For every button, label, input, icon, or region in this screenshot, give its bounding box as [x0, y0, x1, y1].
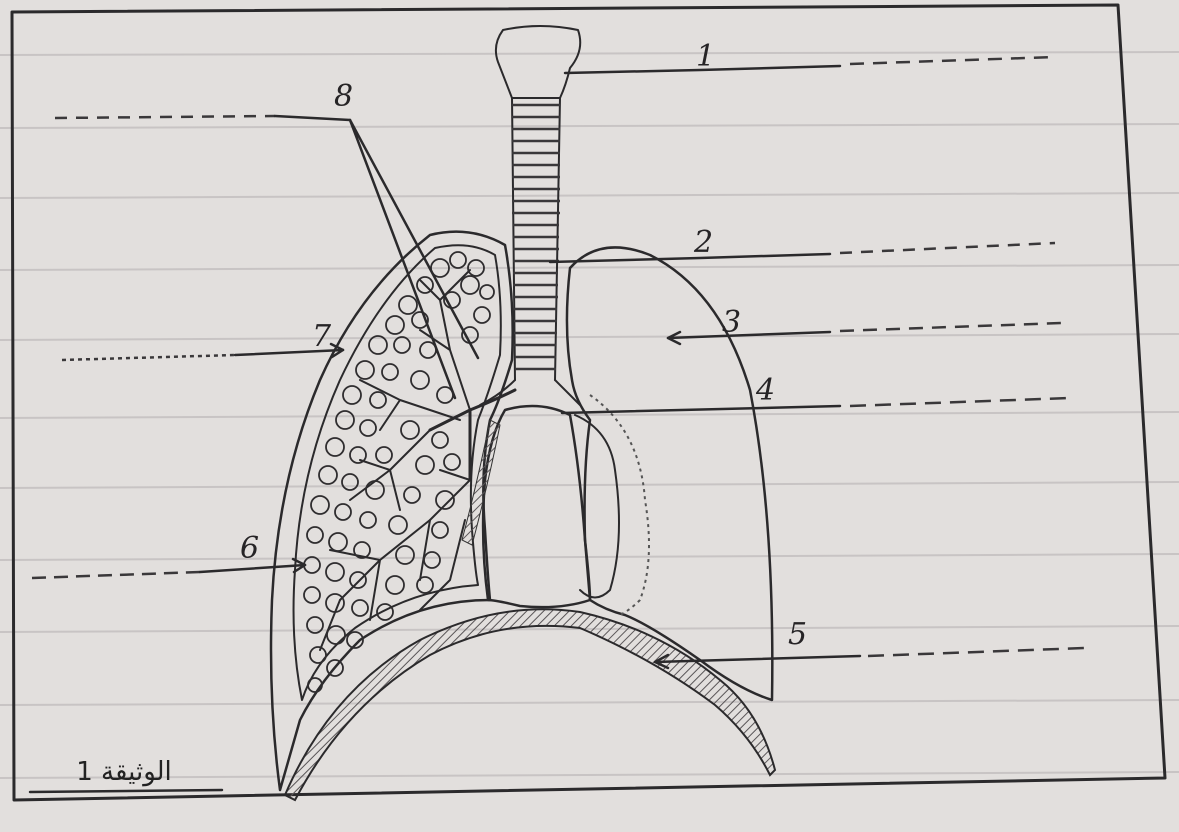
label-2: 2: [693, 225, 713, 260]
label-3: 3: [722, 305, 741, 340]
document-caption: الوثيقة 1: [76, 757, 172, 787]
label-4: 4: [755, 373, 775, 408]
label-8: 8: [334, 79, 353, 114]
label-7: 7: [312, 319, 332, 354]
label-5: 5: [788, 617, 807, 652]
label-6: 6: [240, 531, 259, 566]
label-1: 1: [696, 39, 715, 74]
